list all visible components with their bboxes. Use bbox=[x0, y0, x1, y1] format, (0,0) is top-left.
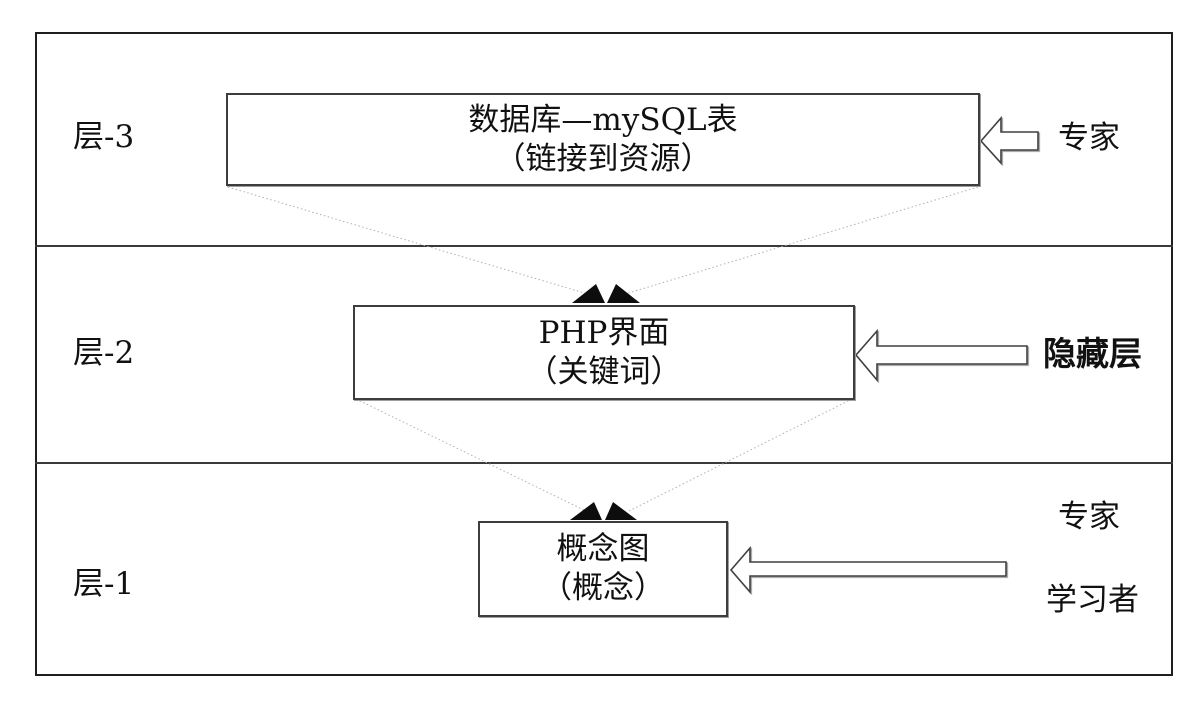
row-divider-layer3-layer2 bbox=[35, 245, 1173, 247]
row-divider-layer2-layer1 bbox=[35, 462, 1173, 464]
layer3-box: 数据库—mySQL表 （链接到资源） bbox=[226, 93, 980, 186]
layer3-label: 层-3 bbox=[73, 119, 135, 155]
layer1-box: 概念图 （概念） bbox=[478, 521, 728, 617]
layer3-box-title: 数据库—mySQL表 bbox=[468, 101, 738, 138]
layer2-box: PHP界面 （关键词） bbox=[353, 305, 855, 400]
layer1-annotation-expert: 专家 bbox=[1058, 499, 1120, 535]
layer1-annotation-learner: 学习者 bbox=[1046, 582, 1139, 618]
layer3-box-subtitle: （链接到资源） bbox=[494, 140, 712, 177]
layer3-annotation-expert: 专家 bbox=[1058, 120, 1120, 156]
layer1-box-subtitle: （概念） bbox=[541, 570, 665, 606]
layer1-label: 层-1 bbox=[73, 566, 135, 602]
outer-frame bbox=[35, 32, 1173, 676]
layer2-annotation-hidden-layer: 隐藏层 bbox=[1043, 334, 1142, 373]
layer2-label: 层-2 bbox=[73, 335, 135, 371]
layer1-box-title: 概念图 bbox=[556, 531, 650, 567]
layer2-box-title: PHP界面 bbox=[538, 314, 670, 351]
layer2-box-subtitle: （关键词） bbox=[526, 353, 682, 390]
